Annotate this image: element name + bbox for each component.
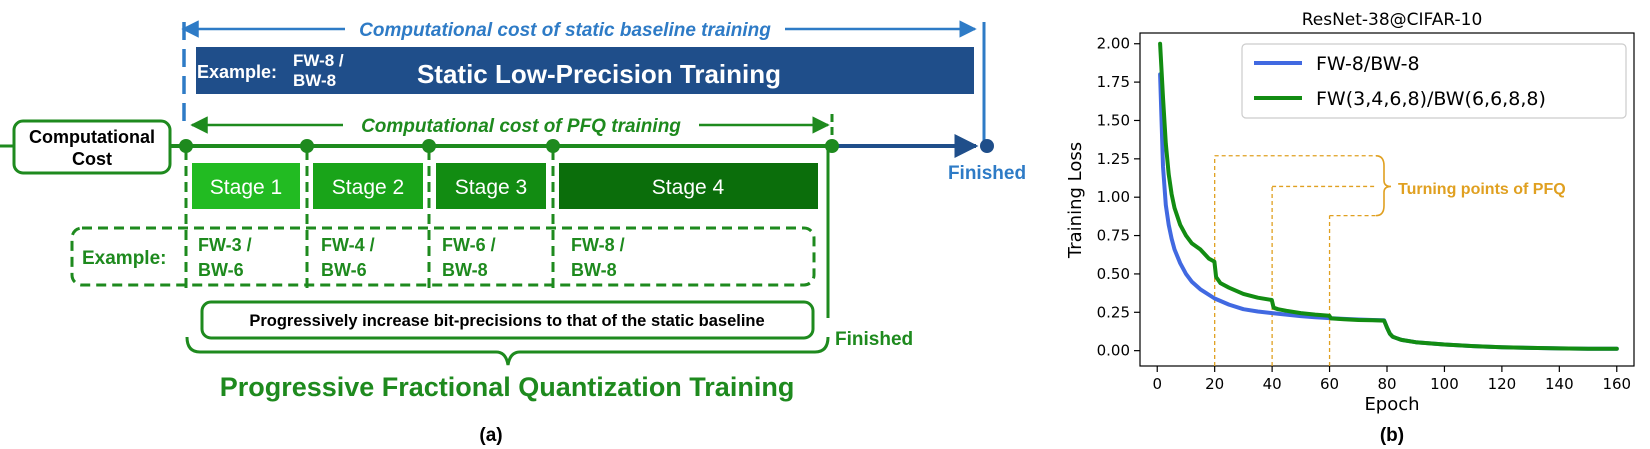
pfq-brace: [185, 336, 830, 366]
legend-label-pfq: FW(3,4,6,8)/BW(6,6,8,8): [1316, 88, 1546, 110]
y-tick-label: 1.75: [1097, 73, 1130, 91]
finished-static-label: Finished: [948, 163, 1026, 184]
pfq-cost-label: Computational cost of PFQ training: [361, 116, 681, 137]
computational-cost-box: [12, 119, 172, 175]
stage-2-label: Stage 2: [332, 176, 404, 199]
stage-4-label: Stage 4: [652, 176, 725, 199]
legend-box: [1241, 43, 1627, 119]
x-tick-label: 0: [1152, 375, 1162, 393]
turning-points-annotation: Turning points of PFQ: [1398, 181, 1566, 198]
caption-b: (b): [1380, 425, 1404, 446]
panel-a: Computational cost of static baseline tr…: [0, 14, 1026, 446]
x-tick-label: 20: [1205, 375, 1224, 393]
example-label: Example:: [82, 248, 166, 269]
x-tick-label: 40: [1263, 375, 1282, 393]
y-tick-label: 2.00: [1097, 35, 1130, 53]
x-tick-label: 60: [1320, 375, 1339, 393]
timeline-node-2: [422, 139, 436, 153]
static-training-bar: [196, 47, 974, 94]
stage-1-box: [192, 163, 300, 209]
y-tick-label: 1.25: [1097, 150, 1130, 168]
computational-cost-line2: Cost: [72, 149, 112, 169]
caption-a: (a): [479, 425, 502, 446]
y-tick-label: 0.50: [1097, 265, 1130, 283]
pfq-title: Progressive Fractional Quantization Trai…: [220, 372, 795, 402]
stage-3-example-fw: FW-6 /: [442, 235, 496, 255]
static-cost-label: Computational cost of static baseline tr…: [359, 20, 771, 41]
panel-b-chart: ResNet-38@CIFAR-10 0.00 0.25 0.50 0.75 1.00 1…: [1065, 10, 1635, 446]
x-tick-label: 160: [1602, 375, 1631, 393]
x-axis-label: Epoch: [1364, 394, 1419, 415]
x-tick-label: 140: [1545, 375, 1574, 393]
y-tick-label: 1.00: [1097, 188, 1130, 206]
stage-2-box: [313, 163, 423, 209]
static-example-bw: BW-8: [293, 71, 336, 90]
y-tick-label: 0.00: [1097, 342, 1130, 360]
timeline-node-1: [300, 139, 314, 153]
stage-4-example-fw: FW-8 /: [571, 235, 625, 255]
y-tick-label: 0.75: [1097, 227, 1130, 245]
stage-2-example-bw: BW-6: [321, 260, 367, 280]
turning-points-bracket: [1375, 154, 1392, 217]
stage-1-example-fw: FW-3 /: [198, 235, 252, 255]
progress-note-box: [200, 300, 815, 340]
x-tick-label: 120: [1488, 375, 1517, 393]
static-training-title: Static Low-Precision Training: [417, 59, 781, 89]
timeline-node-end: [980, 139, 994, 153]
chart-title: ResNet-38@CIFAR-10: [1302, 10, 1483, 30]
finished-pfq-label: Finished: [835, 329, 913, 350]
y-tick-label: 1.50: [1097, 111, 1130, 129]
stage-3-example-bw: BW-8: [442, 260, 488, 280]
legend-label-fw8: FW-8/BW-8: [1316, 53, 1420, 75]
stage-1-label: Stage 1: [210, 176, 282, 199]
stage-1-example-bw: BW-6: [198, 260, 244, 280]
stage-3-box: [436, 163, 546, 209]
stage-3-label: Stage 3: [455, 176, 527, 199]
stage-4-example-bw: BW-8: [571, 260, 617, 280]
timeline-node-0: [179, 139, 193, 153]
stage-2-example-fw: FW-4 /: [321, 235, 375, 255]
x-tick-label: 80: [1377, 375, 1396, 393]
progress-note: Progressively increase bit-precisions to…: [249, 312, 764, 330]
turning-points-brace: [1375, 154, 1392, 217]
x-tick-label: 100: [1430, 375, 1459, 393]
static-example-prefix: Example:: [197, 62, 277, 82]
stage-4-box: [559, 163, 818, 209]
computational-cost-line1: Computational: [29, 127, 155, 147]
timeline-node-3: [546, 139, 560, 153]
y-axis-label: Training Loss: [1065, 142, 1086, 259]
static-example-fw: FW-8 /: [293, 51, 344, 70]
series-line-1: [1158, 41, 1619, 351]
examples-dashed-box: [70, 226, 816, 287]
y-tick-label: 0.25: [1097, 303, 1130, 321]
